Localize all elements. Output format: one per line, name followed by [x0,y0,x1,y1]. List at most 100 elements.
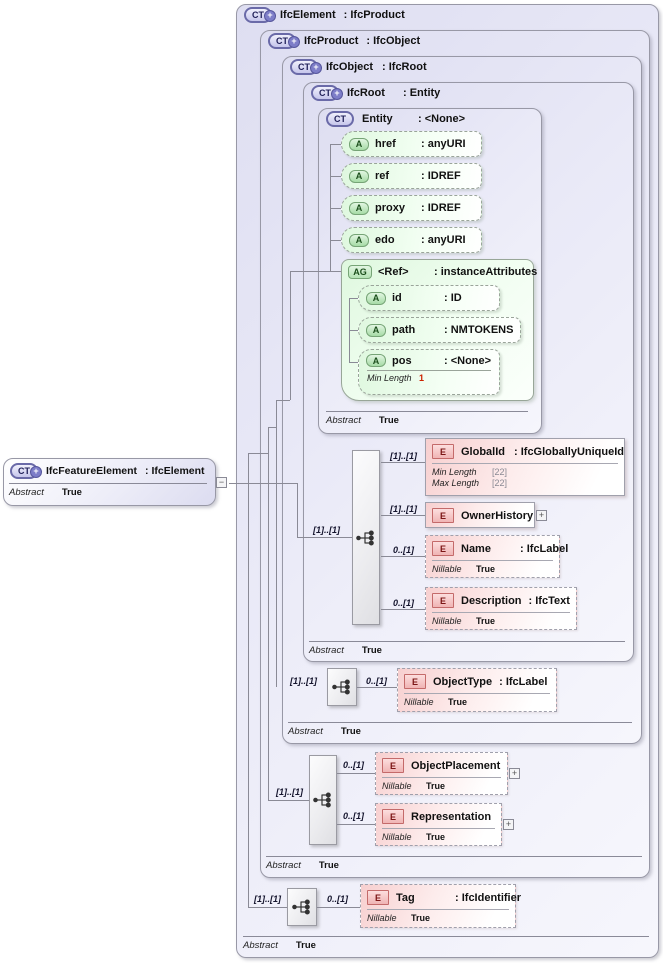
connector-line [290,271,341,272]
facet-row: Max Length [22] [432,478,618,489]
nillable-label: Nillable [432,616,462,626]
sequence-icon [332,679,350,695]
facet-row: Min Length [22] [432,467,618,478]
facet-value: [22] [492,478,508,488]
complex-type-icon: CT+ [311,85,343,101]
element-icon: E [432,444,454,459]
attribute-path[interactable]: A path : NMTOKENS [358,317,521,343]
element-name[interactable]: E Name : IfcLabel Nillable True [425,535,568,578]
abstract-label: Abstract [288,726,323,737]
facet-section: Nillable True [432,612,570,629]
complex-type-icon: CT+ [290,59,322,75]
attribute-icon: A [366,291,386,305]
facet-section: Min Length [22] Max Length [22] [432,463,618,491]
cardinality-label: 0..[1] [393,545,415,555]
header-ifcfeatureelement: CT+ IfcFeatureElement : IfcElement [10,463,205,479]
attribute-ref[interactable]: A ref : IDREF [341,163,482,189]
element-tag[interactable]: E Tag : IfcIdentifier Nillable True [360,884,521,928]
connector-line [290,271,291,400]
attribute-group-type: : instanceAttributes [434,265,538,278]
header-ifcroot: CT+ IfcRoot : Entity [311,85,440,101]
attribute-pos[interactable]: A pos : <None> Min Length 1 [358,349,500,395]
element-name: ObjectPlacement [411,759,501,772]
facet-row: Nillable True [404,697,550,708]
element-representation[interactable]: E Representation Nillable True [375,803,502,846]
cardinality-label: [1]..[1] [276,787,303,797]
attribute-name: edo [375,234,395,246]
abstract-value: True [295,940,316,951]
abstract-footer-ifcfeatureelement: Abstract True [9,483,207,498]
facet-row: Nillable True [382,781,501,792]
sequence-icon [292,899,310,915]
abstract-value: True [378,415,399,426]
element-title-row: E ObjectType : IfcLabel [398,669,556,693]
connector-line [297,537,352,538]
sequence-icon [356,529,374,546]
type-name: IfcElement [280,9,336,21]
expand-icon[interactable]: + [509,768,520,779]
sequence-group-ifcobject[interactable] [327,668,357,706]
facet-row: Nillable True [432,564,553,575]
type-name: IfcFeatureElement [46,465,138,477]
attribute-icon: A [349,201,369,215]
connector-line [276,400,277,687]
element-name: Name [461,542,491,555]
element-title-row: E Representation [376,804,501,828]
element-objecttype[interactable]: E ObjectType : IfcLabel Nillable True [397,668,557,712]
abstract-label: Abstract [266,860,301,871]
attribute-icon: A [349,233,369,247]
facet-row: Nillable True [382,832,495,843]
expand-icon[interactable]: + [536,510,547,521]
facet-label: Min Length [367,373,412,383]
connector-line [381,556,425,557]
element-globalid[interactable]: E GlobalId : IfcGloballyUniqueId Min Len… [425,438,625,496]
element-icon: E [382,809,404,824]
attribute-type: : ID [444,292,462,304]
attribute-edo[interactable]: A edo : anyURI [341,227,482,253]
complex-type-icon: CT+ [10,463,42,479]
connector-line [349,298,358,299]
connector-line [330,208,341,209]
nillable-label: Nillable [432,564,462,574]
attribute-name: pos [392,354,412,367]
attribute-id[interactable]: A id : ID [358,285,500,311]
facet-section: Nillable True [367,909,509,926]
sequence-group-ifcproduct[interactable] [309,755,337,845]
facet-label: Max Length [432,478,480,488]
cardinality-label: [1]..[1] [390,504,417,514]
element-icon: E [432,508,454,523]
nillable-value: True [476,564,496,574]
connector-line [349,362,358,363]
nillable-value: True [448,697,468,707]
connector-line [381,609,425,610]
connector-line [381,462,425,463]
expand-icon[interactable]: + [503,819,514,830]
element-description[interactable]: E Description : IfcText Nillable True [425,587,577,630]
base-type: : IfcProduct [343,9,405,21]
element-icon: E [432,541,454,556]
attribute-icon: A [349,137,369,151]
connector-line [330,144,341,145]
element-objectplacement[interactable]: E ObjectPlacement Nillable True [375,752,508,795]
element-ownerhistory[interactable]: E OwnerHistory [425,502,535,528]
element-name: GlobalId [461,445,505,458]
connector-line [337,824,375,825]
collapse-icon[interactable]: − [216,477,227,488]
facet-row: Nillable True [367,913,509,924]
attribute-proxy[interactable]: A proxy : IDREF [341,195,482,221]
attribute-href[interactable]: A href : anyURI [341,131,482,157]
element-type: : IfcGloballyUniqueId [514,445,625,458]
cardinality-label: [1]..[1] [390,451,417,461]
attribute-type: : anyURI [421,138,466,150]
attribute-group-header: AG <Ref> : instanceAttributes [348,264,537,279]
attribute-icon: A [349,169,369,183]
sequence-group-ifcroot[interactable] [352,450,380,625]
base-type: : <None> [418,113,466,125]
element-icon: E [432,593,454,608]
facet-row: Min Length 1 [367,373,491,383]
connector-line [337,773,375,774]
nillable-value: True [426,832,446,842]
base-type: : IfcRoot [382,61,427,73]
abstract-footer-ifcobject: Abstract True [288,722,632,737]
sequence-group-ifcelement[interactable] [287,888,317,926]
